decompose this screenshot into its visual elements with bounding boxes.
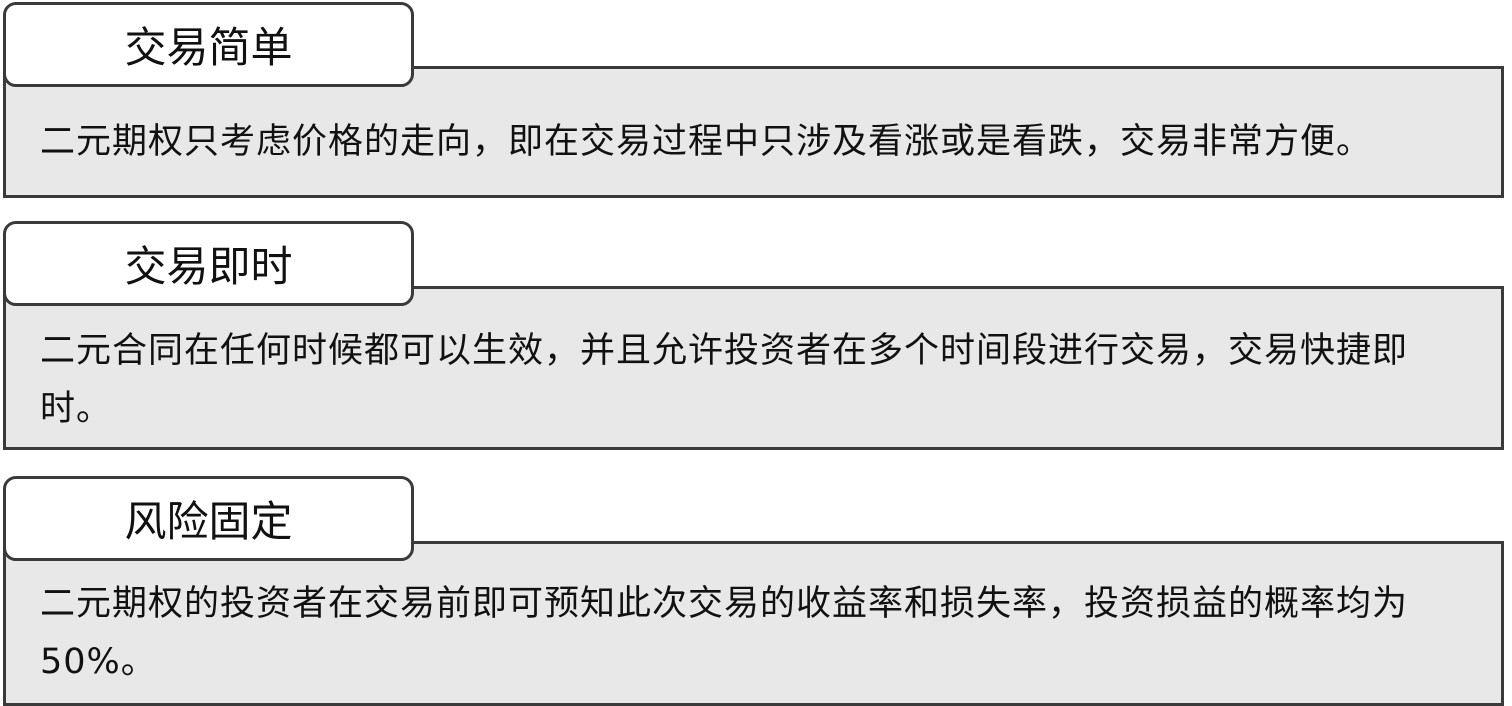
section-body-box: 二元期权的投资者在交易前即可预知此次交易的收益率和损失率，投资损益的概率均为 5… [3,541,1504,706]
section-title-tab: 交易即时 [3,221,414,306]
section-body-box: 二元期权只考虑价格的走向，即在交易过程中只涉及看涨或是看跌，交易非常方便。 [3,66,1504,198]
section-title: 交易即时 [124,242,293,291]
section-title-tab: 风险固定 [3,476,414,561]
section-body-text: 二元期权只考虑价格的走向，即在交易过程中只涉及看涨或是看跌，交易非常方便。 [40,122,1373,162]
section-title: 交易简单 [124,23,293,72]
section-body-text: 二元期权的投资者在交易前即可预知此次交易的收益率和损失率，投资损益的概率均为 5… [40,584,1409,682]
section-body-text: 二元合同在任何时候都可以生效，并且允许投资者在多个时间段进行交易，交易快捷即时。 [40,331,1409,429]
section-title: 风险固定 [124,497,293,546]
section-body-box: 二元合同在任何时候都可以生效，并且允许投资者在多个时间段进行交易，交易快捷即时。 [3,286,1504,450]
section-title-tab: 交易简单 [3,2,414,87]
